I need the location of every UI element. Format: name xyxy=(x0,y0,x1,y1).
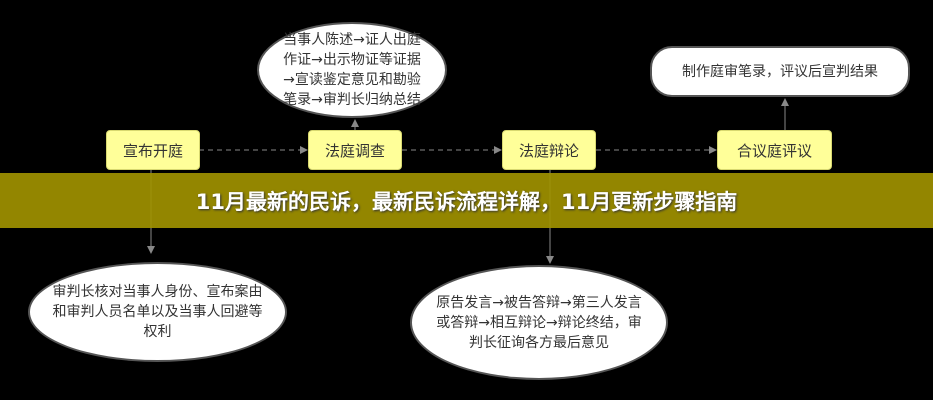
step-deliberation: 合议庭评议 xyxy=(717,130,832,170)
note-deliberation: 制作庭审笔录，评议后宣判结果 xyxy=(650,46,910,97)
note-announce: 审判长核对当事人身份、宣布案由和审判人员名单以及当事人回避等权利 xyxy=(28,262,287,362)
step-announce: 宣布开庭 xyxy=(106,130,200,170)
step-investigation: 法庭调查 xyxy=(308,130,402,170)
note-debate: 原告发言→被告答辩→第三人发言或答辩→相互辩论→辩论终结，审判长征询各方最后意见 xyxy=(410,265,668,380)
title-banner: 11月最新的民诉，最新民诉流程详解，11月更新步骤指南 xyxy=(0,173,933,228)
banner-title: 11月最新的民诉，最新民诉流程详解，11月更新步骤指南 xyxy=(195,189,738,214)
step-debate: 法庭辩论 xyxy=(502,130,596,170)
note-investigation: 当事人陈述→证人出庭作证→出示物证等证据→宣读鉴定意见和勘验笔录→审判长归纳总结 xyxy=(257,22,447,118)
